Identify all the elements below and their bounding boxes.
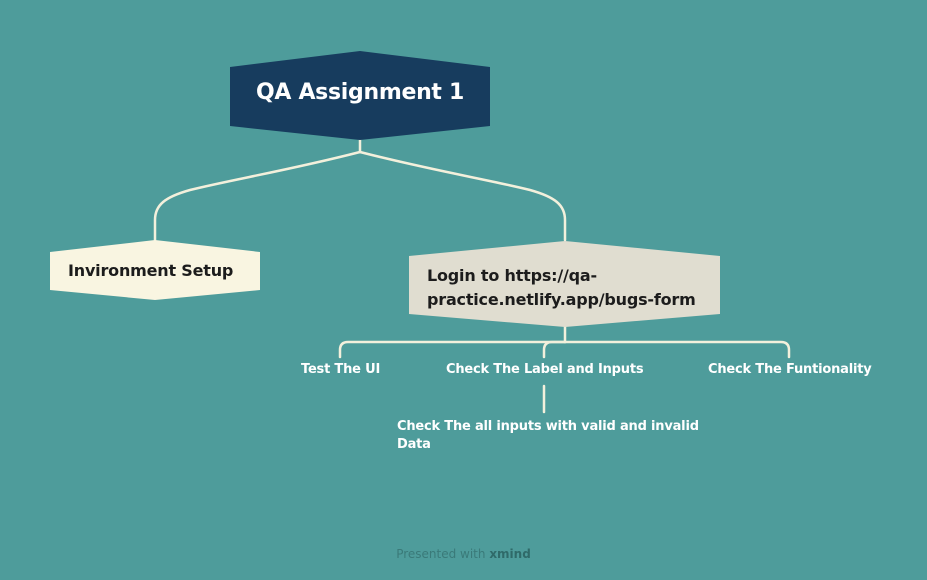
root-node-shape[interactable] — [230, 51, 490, 140]
subtopic-check-functionality[interactable]: Check The Funtionality — [708, 362, 872, 377]
footer-prefix: Presented with — [396, 547, 486, 561]
connectors — [153, 135, 791, 414]
root-to-environment-connector — [153, 150, 362, 242]
login-label-line1: Login to https://qa- — [427, 266, 597, 285]
environment-setup-label: Invironment Setup — [68, 261, 234, 280]
xmind-brand-logo: xmind — [489, 547, 531, 561]
presented-with-footer: Presented with xmind — [0, 547, 927, 561]
inputs-detail-line1: Check The all inputs with valid and inva… — [397, 419, 699, 434]
login-node-shape[interactable] — [409, 241, 720, 327]
environment-node-shape[interactable] — [50, 240, 260, 300]
login-label-line2: practice.netlify.app/bugs-form — [427, 290, 696, 309]
login-topic-label: Login to https://qa- practice.netlify.ap… — [427, 264, 696, 312]
root-title: QA Assignment 1 — [255, 80, 465, 105]
subtopic-check-all-inputs[interactable]: Check The all inputs with valid and inva… — [397, 418, 699, 454]
inputs-detail-line2: Data — [397, 437, 431, 452]
subtopic-check-labels-inputs[interactable]: Check The Label and Inputs — [446, 362, 644, 377]
root-to-login-connector — [358, 150, 567, 242]
subtopic-test-ui[interactable]: Test The UI — [301, 362, 381, 377]
login-to-labels-connector — [542, 340, 567, 359]
login-to-ui-connector — [338, 340, 567, 359]
login-to-functionality-connector — [563, 340, 791, 359]
